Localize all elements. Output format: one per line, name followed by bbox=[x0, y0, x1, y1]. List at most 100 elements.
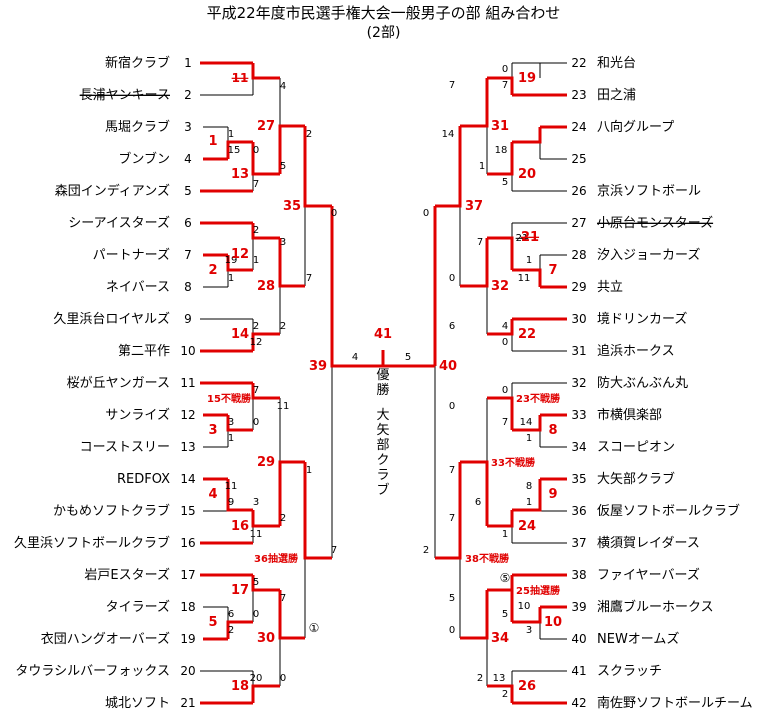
team-name: 追浜ホークス bbox=[597, 343, 675, 359]
bracket-line-winner bbox=[278, 460, 305, 526]
team-seed: 23 bbox=[571, 88, 586, 102]
team-seed: 32 bbox=[571, 376, 586, 390]
score-value: 2 bbox=[280, 321, 286, 332]
match-label: 15不戦勝 bbox=[207, 392, 252, 405]
bracket-line-winner bbox=[251, 332, 280, 351]
score-value: 0 bbox=[502, 64, 508, 75]
match-label: 5 bbox=[208, 615, 217, 630]
score-value: 1 bbox=[228, 273, 234, 284]
team-seed: 9 bbox=[184, 312, 192, 326]
score-value: 2 bbox=[253, 225, 259, 236]
score-value: 0 bbox=[253, 417, 259, 428]
score-value: 5 bbox=[253, 577, 259, 588]
winner-name: 大矢部クラブ bbox=[372, 408, 394, 498]
score-value: 12 bbox=[250, 337, 263, 348]
bracket-line-winner bbox=[435, 462, 462, 560]
score-value: 3 bbox=[253, 497, 259, 508]
team-seed: 17 bbox=[180, 568, 195, 582]
team-name: タウラシルバーフォックス bbox=[15, 664, 170, 679]
team-seed: 13 bbox=[180, 440, 195, 454]
score-value: 4 bbox=[280, 81, 286, 92]
bracket-line-winner bbox=[487, 396, 514, 430]
bracket-line-winner bbox=[460, 590, 489, 640]
bracket-line-winner bbox=[251, 63, 280, 80]
score-value: 3 bbox=[228, 417, 234, 428]
bracket-line-winner bbox=[512, 415, 542, 432]
score-value: 0 bbox=[502, 337, 508, 348]
score-value: 10 bbox=[518, 601, 531, 612]
match-label: 13 bbox=[231, 167, 249, 182]
score-value: 8 bbox=[526, 481, 532, 492]
team-seed: 27 bbox=[571, 216, 586, 230]
score-value: 14 bbox=[442, 129, 455, 140]
team-name: ブンブン bbox=[118, 151, 170, 167]
team-name: 長浦ヤンキース bbox=[80, 88, 170, 103]
score-value: 1 bbox=[526, 497, 532, 508]
bracket-line-winner bbox=[303, 126, 332, 208]
team-seed: 10 bbox=[180, 344, 195, 358]
match-label: 23不戦勝 bbox=[516, 392, 561, 405]
match-marker-circled-5: ⑤ bbox=[500, 571, 511, 585]
match-label: 35 bbox=[283, 199, 301, 214]
team-name: 桜が丘ヤンガース bbox=[67, 376, 170, 391]
bracket-line-winner bbox=[278, 238, 305, 288]
match-label: 10 bbox=[544, 615, 562, 630]
team-seed: 12 bbox=[180, 408, 195, 422]
match-label: 38不戦勝 bbox=[465, 552, 510, 565]
match-label: 39 bbox=[309, 359, 327, 374]
team-name: 湘鷹ブルーホークス bbox=[597, 599, 714, 615]
bracket-line-winner bbox=[512, 479, 542, 512]
team-name: パートナーズ bbox=[93, 247, 170, 263]
bracket-line-winner bbox=[226, 255, 253, 272]
winner-caption: 優勝 bbox=[376, 368, 390, 398]
score-value: 2 bbox=[228, 625, 234, 636]
score-value: 0 bbox=[502, 385, 508, 396]
team-name: 小原台モンスターズ bbox=[597, 215, 713, 231]
score-value: 11 bbox=[225, 481, 238, 492]
score-value: 5 bbox=[502, 177, 508, 188]
score-value: 2 bbox=[253, 321, 259, 332]
bracket-line-winner bbox=[435, 126, 462, 208]
bracket-line-winner bbox=[512, 268, 542, 287]
team-name: 防大ぶんぶん丸 bbox=[597, 375, 688, 391]
team-seed: 3 bbox=[184, 120, 192, 134]
team-name: 岩戸Eスターズ bbox=[84, 567, 170, 583]
team-name: シーアイスターズ bbox=[68, 215, 170, 231]
score-value: 0 bbox=[449, 401, 455, 412]
match-label: 24 bbox=[518, 519, 536, 534]
team-seed: 5 bbox=[184, 184, 192, 198]
team-seed: 33 bbox=[571, 408, 586, 422]
team-seed: 25 bbox=[571, 152, 586, 166]
match-label: 19 bbox=[518, 71, 536, 86]
winner-name-text: 大矢部クラブ bbox=[376, 408, 390, 498]
match-label: 34 bbox=[491, 631, 509, 646]
match-label: 32 bbox=[491, 279, 509, 294]
bracket-line-winner bbox=[330, 206, 383, 368]
bracket-line-winner bbox=[278, 590, 305, 640]
team-name: 境ドリンカーズ bbox=[597, 311, 687, 327]
match-label: 9 bbox=[548, 487, 557, 502]
team-seed: 21 bbox=[180, 696, 195, 710]
match-label: 3 bbox=[208, 423, 217, 438]
bracket-line-winner bbox=[226, 620, 253, 639]
bracket-lines-lost bbox=[200, 62, 567, 686]
bracket-line-winner bbox=[487, 319, 514, 336]
score-value: 0 bbox=[449, 273, 455, 284]
match-marker-circled-1: ① bbox=[309, 621, 320, 635]
team-seed: 26 bbox=[571, 184, 586, 198]
team-seed: 36 bbox=[571, 504, 586, 518]
score-value: 3 bbox=[526, 625, 532, 636]
match-label: 37 bbox=[465, 199, 483, 214]
score-value: 6 bbox=[475, 497, 481, 508]
team-name: 和光台 bbox=[597, 56, 636, 71]
match-label: 4 bbox=[208, 487, 217, 502]
score-value: 2 bbox=[306, 129, 312, 140]
score-value: 1 bbox=[502, 529, 508, 540]
page-subtitle: (2部) bbox=[366, 25, 401, 41]
team-seed: 19 bbox=[180, 632, 195, 646]
bracket-line-winner bbox=[251, 383, 280, 400]
match-label: 17 bbox=[231, 583, 249, 598]
score-value: 9 bbox=[228, 497, 234, 508]
team-seed: 1 bbox=[184, 56, 192, 70]
score-value: 20 bbox=[250, 673, 263, 684]
